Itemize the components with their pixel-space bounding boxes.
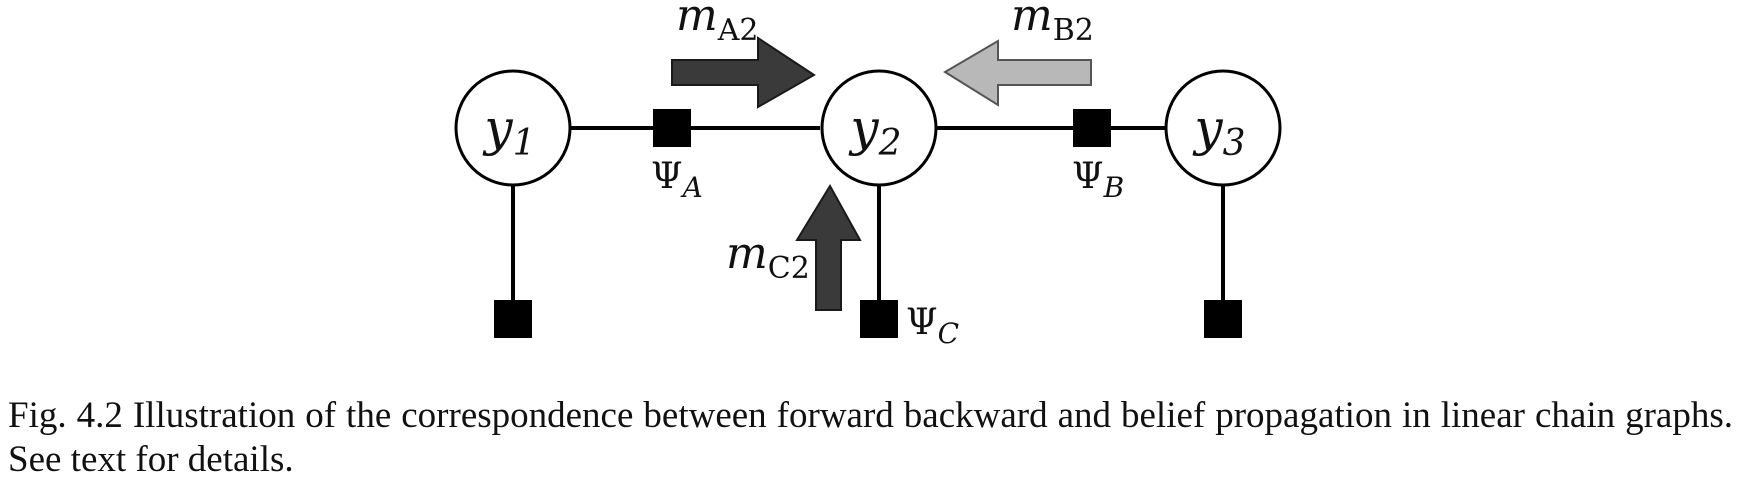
message-label-m-a2: mA2 [676,0,759,48]
factor-label-psi-b: ΨB [1072,156,1124,204]
message-arrow-m-a2 [671,36,816,109]
factor-node-psi-b [1073,109,1111,147]
variable-subscript: 3 [1223,123,1246,164]
variable-subscript: 1 [513,123,536,164]
variable-node-y1: y1 [454,69,572,187]
factor-node-psi-a [653,109,691,147]
variable-circle [454,69,572,187]
message-arrow-m-b2 [943,39,1092,107]
factor-label-psi-c: ΨC [906,302,959,350]
factor-label-psi-a: ΨA [651,156,703,204]
factor-graph-diagram: y1 y2 y3 ΨA ΨB ΨC mA2 mB2 mC2 [454,0,1282,350]
svg-text:y2: y2 [848,99,901,164]
variable-node-y2: y2 [820,69,938,187]
figure-caption: Fig. 4.2 Illustration of the corresponde… [8,395,1733,480]
message-label-m-c2: mC2 [726,228,810,286]
svg-text:y1: y1 [482,99,535,164]
factor-node-psi-c [860,300,898,338]
graph-edges [511,126,1225,320]
variable-circle [820,69,938,187]
factor-node-unary-y3 [1204,300,1242,338]
factor-node-unary-y1 [494,300,532,338]
message-label-m-b2: mB2 [1011,0,1094,48]
variable-node-y3: y3 [1164,69,1282,187]
variable-label: y [482,99,513,157]
variable-label: y [1192,99,1223,157]
svg-text:y3: y3 [1192,99,1245,164]
variable-subscript: 2 [878,123,902,164]
variable-label: y [848,99,879,157]
variable-circle [1164,69,1282,187]
message-arrow-m-c2 [795,184,862,311]
